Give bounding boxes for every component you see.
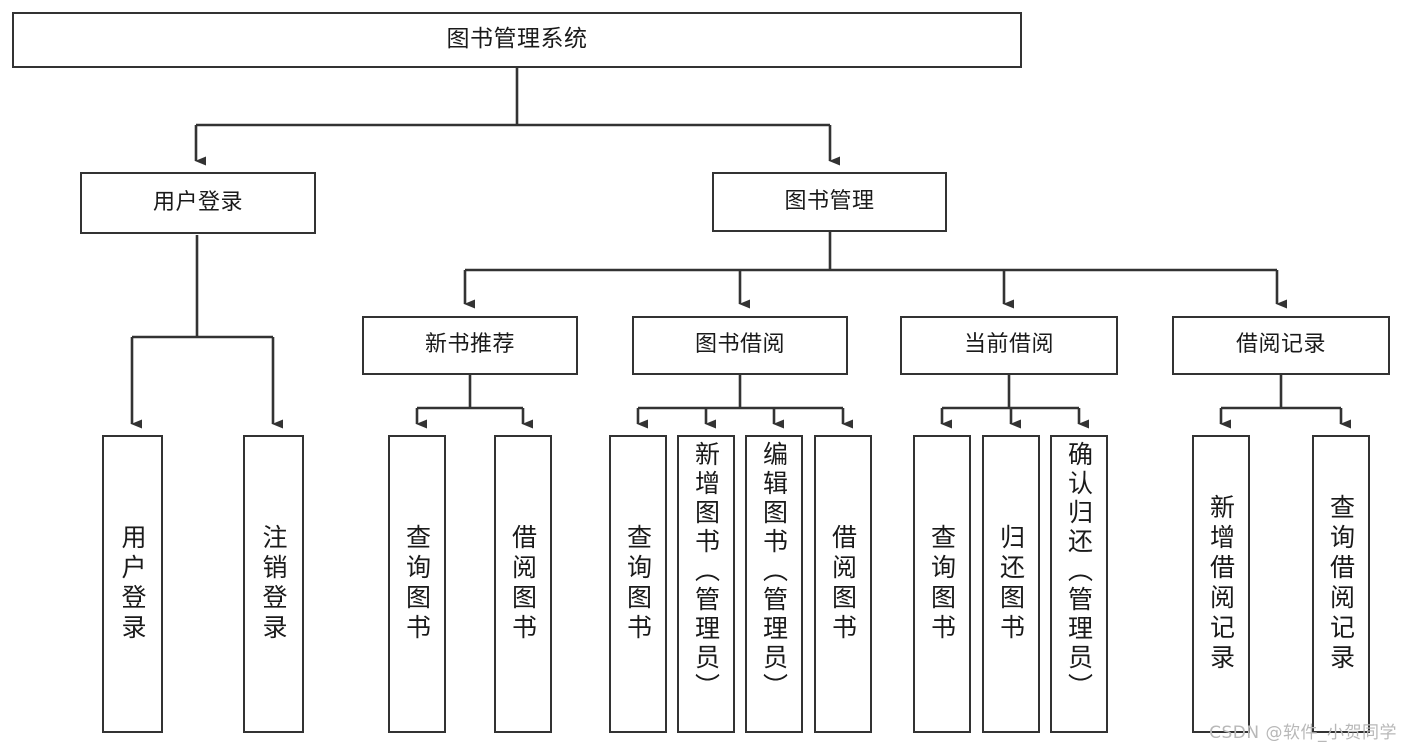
leaf-query-book-1[interactable]: 查询图书 bbox=[388, 435, 446, 733]
leaf-query-book-2-label: 查询图书 bbox=[623, 524, 653, 644]
node-new-book-recommendation-label: 新书推荐 bbox=[424, 332, 515, 358]
leaf-query-book-1-label: 查询图书 bbox=[402, 524, 432, 644]
node-book-borrowing-label: 图书借阅 bbox=[694, 332, 785, 358]
leaf-logout[interactable]: 注销登录 bbox=[243, 435, 304, 733]
watermark-text: CSDN @软件_小贺同学 bbox=[1209, 723, 1397, 743]
leaf-confirm-return[interactable]: 确认归还（管理员） bbox=[1050, 435, 1108, 733]
node-user-login[interactable]: 用户登录 bbox=[80, 172, 316, 234]
leaf-add-book-label: 新增图书（管理员） bbox=[691, 441, 721, 702]
leaf-user-login[interactable]: 用户登录 bbox=[102, 435, 163, 733]
leaf-query-borrowing-record-label: 查询借阅记录 bbox=[1326, 494, 1356, 674]
leaf-borrow-book-2-label: 借阅图书 bbox=[828, 524, 858, 644]
node-current-borrowing-label: 当前借阅 bbox=[963, 332, 1054, 358]
leaf-borrow-book-2[interactable]: 借阅图书 bbox=[814, 435, 872, 733]
node-user-login-label: 用户登录 bbox=[152, 189, 243, 215]
leaf-query-book-3[interactable]: 查询图书 bbox=[913, 435, 971, 733]
leaf-add-borrowing-record[interactable]: 新增借阅记录 bbox=[1192, 435, 1250, 733]
node-root[interactable]: 图书管理系统 bbox=[12, 12, 1022, 68]
leaf-query-book-3-label: 查询图书 bbox=[927, 524, 957, 644]
node-root-label: 图书管理系统 bbox=[446, 26, 588, 53]
node-book-management[interactable]: 图书管理 bbox=[712, 172, 947, 232]
node-new-book-recommendation[interactable]: 新书推荐 bbox=[362, 316, 578, 375]
leaf-borrow-book-1-label: 借阅图书 bbox=[508, 524, 538, 644]
leaf-add-borrowing-record-label: 新增借阅记录 bbox=[1206, 494, 1236, 674]
leaf-logout-label: 注销登录 bbox=[259, 524, 288, 644]
node-current-borrowing[interactable]: 当前借阅 bbox=[900, 316, 1118, 375]
leaf-add-book[interactable]: 新增图书（管理员） bbox=[677, 435, 735, 733]
leaf-return-book-label: 归还图书 bbox=[996, 524, 1026, 644]
leaf-query-book-2[interactable]: 查询图书 bbox=[609, 435, 667, 733]
node-borrowing-record-label: 借阅记录 bbox=[1235, 332, 1326, 358]
leaf-confirm-return-label: 确认归还（管理员） bbox=[1064, 441, 1094, 702]
leaf-return-book[interactable]: 归还图书 bbox=[982, 435, 1040, 733]
node-book-borrowing[interactable]: 图书借阅 bbox=[632, 316, 848, 375]
node-borrowing-record[interactable]: 借阅记录 bbox=[1172, 316, 1390, 375]
leaf-user-login-label: 用户登录 bbox=[118, 524, 147, 644]
leaf-edit-book[interactable]: 编辑图书（管理员） bbox=[745, 435, 803, 733]
leaf-edit-book-label: 编辑图书（管理员） bbox=[759, 441, 789, 702]
leaf-borrow-book-1[interactable]: 借阅图书 bbox=[494, 435, 552, 733]
node-book-management-label: 图书管理 bbox=[784, 188, 875, 214]
leaf-query-borrowing-record[interactable]: 查询借阅记录 bbox=[1312, 435, 1370, 733]
